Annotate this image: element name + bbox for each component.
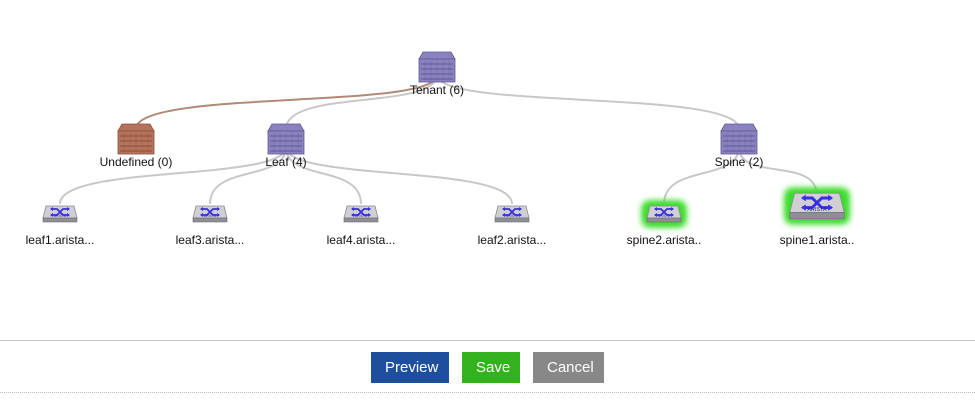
- switch-brand-text: ARISTA: [506, 214, 519, 218]
- node-label: spine2.arista..: [627, 233, 702, 247]
- device-group-icon: [117, 123, 155, 155]
- node-label: leaf3.arista...: [176, 233, 245, 247]
- network-switch-icon: ARISTA: [785, 189, 849, 223]
- node-label: spine1.arista..: [780, 233, 855, 247]
- node-leaf4[interactable]: ARISTA leaf4.arista...: [327, 205, 396, 247]
- switch-brand-text: ARISTA: [658, 214, 671, 218]
- network-switch-icon: ARISTA: [42, 205, 78, 223]
- switch-brand-text: ARISTA: [355, 214, 368, 218]
- preview-button[interactable]: Preview: [371, 352, 449, 383]
- bottom-divider: [0, 392, 975, 393]
- network-switch-icon: ARISTA: [494, 205, 530, 223]
- link-spine-spine2: [663, 146, 740, 205]
- link-tenant-leaf: [285, 74, 438, 130]
- node-label: Leaf (4): [265, 155, 306, 169]
- node-leaf[interactable]: Leaf (4): [265, 123, 307, 169]
- save-button[interactable]: Save: [462, 352, 520, 383]
- link-leaf-leaf3: [209, 146, 287, 205]
- network-switch-icon: ARISTA: [192, 205, 228, 223]
- switch-brand-text: ARISTA: [807, 207, 827, 213]
- node-undefined[interactable]: Undefined (0): [100, 123, 173, 169]
- network-switch-icon: ARISTA: [343, 205, 379, 223]
- network-switch-icon: ARISTA: [643, 202, 685, 226]
- link-spine-spine1: [738, 146, 818, 197]
- node-label: Spine (2): [715, 155, 764, 169]
- link-tenant-undefined: [135, 74, 438, 130]
- node-spine1[interactable]: ARISTA spine1.arista..: [780, 189, 855, 247]
- node-leaf2[interactable]: ARISTA leaf2.arista...: [478, 205, 547, 247]
- node-label: leaf2.arista...: [478, 233, 547, 247]
- device-group-icon: [720, 123, 758, 155]
- node-tenant[interactable]: Tenant (6): [410, 51, 464, 97]
- device-group-icon: [267, 123, 305, 155]
- switch-brand-text: ARISTA: [54, 214, 67, 218]
- topology-diagram: Tenant (6) Undefined (0) Leaf (4) Spine (2)…: [26, 51, 855, 247]
- link-leaf-leaf1: [59, 146, 287, 205]
- action-bar: Preview Save Cancel: [0, 352, 975, 383]
- link-tenant-spine: [436, 74, 740, 130]
- switch-brand-text: ARISTA: [204, 214, 217, 218]
- link-leaf-leaf2: [285, 146, 513, 205]
- node-leaf1[interactable]: ARISTA leaf1.arista...: [26, 205, 95, 247]
- device-group-icon: [418, 51, 456, 83]
- link-leaf-leaf4: [285, 146, 362, 205]
- node-spine2[interactable]: ARISTA spine2.arista..: [627, 202, 702, 247]
- node-spine[interactable]: Spine (2): [715, 123, 764, 169]
- node-label: Tenant (6): [410, 83, 464, 97]
- cancel-button[interactable]: Cancel: [533, 352, 604, 383]
- node-label: leaf1.arista...: [26, 233, 95, 247]
- footer-divider: [0, 340, 975, 341]
- node-leaf3[interactable]: ARISTA leaf3.arista...: [176, 205, 245, 247]
- node-label: leaf4.arista...: [327, 233, 396, 247]
- node-label: Undefined (0): [100, 155, 173, 169]
